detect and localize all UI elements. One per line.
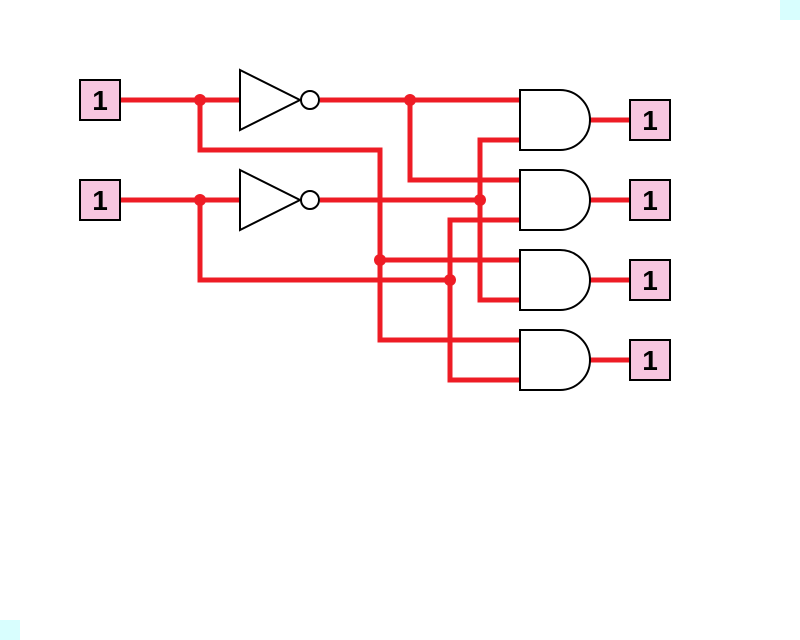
output-pin-2-box: [629, 259, 671, 301]
output-pin-3: 1: [629, 339, 671, 381]
junction-dot: [444, 274, 456, 286]
not-gate-a-bubble: [300, 90, 320, 110]
and-gate-3[interactable]: [519, 329, 591, 391]
input-pin-a-box: [79, 79, 121, 121]
wire-not-a-branch[interactable]: [407, 100, 520, 183]
and-gate-0[interactable]: [519, 89, 591, 151]
corner-marker-top-right: [780, 0, 800, 20]
output-pin-0-box: [629, 99, 671, 141]
output-pin-2-value: 1: [642, 265, 658, 296]
input-pin-a-value: 1: [92, 85, 108, 116]
output-pin-2: 1: [629, 259, 671, 301]
output-pin-0-value: 1: [642, 105, 658, 136]
wire-b-to-and-1[interactable]: [447, 217, 520, 280]
input-pin-b-box: [79, 179, 121, 221]
not-gate-a[interactable]: [239, 68, 320, 132]
output-pin-3-box: [629, 339, 671, 381]
output-pin-1-box: [629, 179, 671, 221]
output-pin-3-value: 1: [642, 345, 658, 376]
input-pin-a[interactable]: 1: [79, 79, 121, 121]
wires: [120, 97, 630, 383]
input-pin-b-value: 1: [92, 185, 108, 216]
junction-dot: [474, 194, 486, 206]
and-gate-1[interactable]: [519, 169, 591, 231]
not-gate-b-bubble: [300, 190, 320, 210]
input-pin-b[interactable]: 1: [79, 179, 121, 221]
junction-dot: [194, 94, 206, 106]
output-pin-1-value: 1: [642, 185, 658, 216]
wire-input-a-branch[interactable]: [197, 100, 520, 343]
and-gate-2[interactable]: [519, 249, 591, 311]
junction-dot: [374, 254, 386, 266]
not-gate-b[interactable]: [239, 168, 320, 232]
output-pin-1: 1: [629, 179, 671, 221]
output-pin-0: 1: [629, 99, 671, 141]
junction-dot: [404, 94, 416, 106]
not-gate-b-triangle: [239, 168, 303, 232]
junction-dot: [194, 194, 206, 206]
corner-marker-bottom-left: [0, 620, 20, 640]
not-gate-a-triangle: [239, 68, 303, 132]
junctions: [194, 94, 486, 286]
